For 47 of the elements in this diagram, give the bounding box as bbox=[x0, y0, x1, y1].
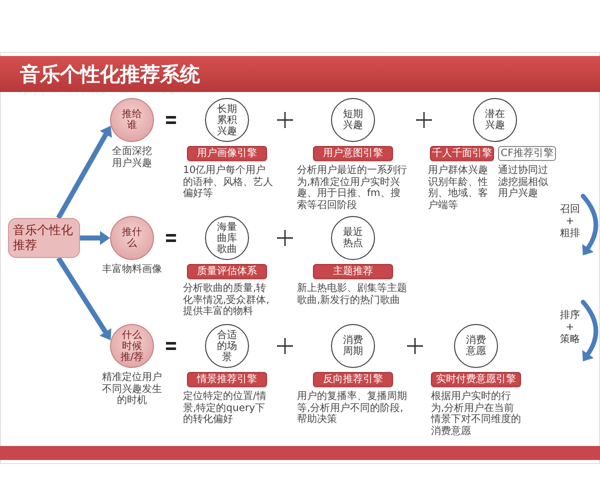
description-text: 分析歌曲的质量,转化率情况,受众群体,提供丰富的物料 bbox=[183, 283, 270, 318]
circle-label: 潜在兴趣 bbox=[484, 109, 506, 131]
circle-label: 长期累积兴趣 bbox=[216, 104, 238, 136]
engine-tag bbox=[313, 264, 393, 279]
engine-tag bbox=[313, 372, 393, 387]
tag-label: 质量评估体系 bbox=[197, 265, 257, 278]
description-text: 根据用户实时的行为,分析用户在当前情景下对不同维度的消费意愿 bbox=[431, 391, 521, 437]
tag-label: 实时付费意愿引擎 bbox=[436, 373, 516, 386]
tag-label: 情景推荐引擎 bbox=[197, 373, 257, 386]
circle-label: 合适的场景 bbox=[216, 330, 238, 362]
description-text: 通过协同过滤挖掘相似用户兴趣 bbox=[498, 165, 549, 200]
circle-label: 推给谁 bbox=[121, 109, 143, 131]
circle-label: 消费意愿 bbox=[465, 335, 487, 357]
tag-label: 用户画像引擎 bbox=[197, 147, 257, 160]
caption-text: 精准定位用户不同兴趣发生的时机 bbox=[102, 372, 162, 406]
description-text: 10亿用户每个用户的语种、风格、艺人偏好等 bbox=[183, 165, 273, 200]
description-text: 定位特定的位置/情景,特定的query下的转化偏好 bbox=[183, 391, 268, 426]
description-text: 新上热电影、剧集等主题歌曲,新发行的热门歌曲 bbox=[297, 283, 408, 306]
tag-label: 用户意图引擎 bbox=[323, 147, 383, 160]
engine-tag bbox=[431, 372, 521, 387]
topic-box bbox=[8, 218, 80, 258]
engine-tag bbox=[313, 146, 393, 161]
engine-tag bbox=[187, 264, 267, 279]
description-text: 用户的复播率、复播周期等,分析用户不同的阶段,帮助决策 bbox=[297, 391, 408, 426]
tag-label: CF推荐引擎 bbox=[500, 147, 554, 160]
stage-label: 召回 + 粗排 bbox=[559, 204, 581, 240]
engine-tag bbox=[187, 372, 267, 387]
box-label: 音乐个性化推荐 bbox=[12, 223, 74, 253]
arrow bbox=[80, 231, 110, 245]
tag-label: 反向推荐引擎 bbox=[323, 373, 383, 386]
engine-tag bbox=[187, 146, 267, 161]
diagram-title: 音乐个性化推荐系统 bbox=[20, 62, 200, 86]
circle-label: 海量曲库歌曲 bbox=[216, 222, 238, 254]
description-text: 用户群体兴趣识别年龄、性别、地域、客户端等 bbox=[428, 165, 489, 211]
circle-label: 最近热点 bbox=[342, 227, 364, 249]
tag-label: 千人千面引擎 bbox=[432, 147, 492, 160]
arrow bbox=[56, 126, 112, 220]
caption-text: 丰富物料画像 bbox=[101, 264, 163, 276]
stage-label: 排序 + 策略 bbox=[559, 310, 581, 346]
arrow bbox=[56, 256, 112, 340]
circle-label: 短期兴趣 bbox=[342, 109, 364, 131]
tag-label: 主题推荐 bbox=[333, 265, 373, 278]
circle-label: 什么时候推/荐 bbox=[119, 330, 145, 362]
circle-label: 消费周期 bbox=[342, 335, 364, 357]
description-text: 分析用户最近的一系列行为,精准定位用户实时兴趣、用于日推、fm、搜索等召回阶段 bbox=[297, 165, 408, 211]
circle-label: 推什么 bbox=[121, 227, 143, 249]
caption-text: 全面深挖用户兴趣 bbox=[111, 146, 153, 169]
